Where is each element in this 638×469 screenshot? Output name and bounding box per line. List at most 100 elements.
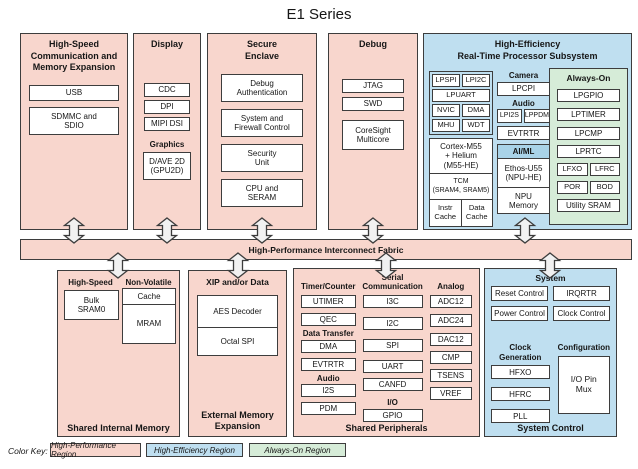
- clock-generation-label: Clock Generation: [499, 343, 542, 362]
- group-lp-peripherals: LPSPI LPI2C LPUART NVIC DMA MHU WDT: [429, 71, 493, 135]
- clock-config-row: Clock Generation HFXO HFRC PLL Configura…: [491, 343, 610, 424]
- group-non-volatile: Cache MRAM: [122, 288, 176, 344]
- box-lpcpi: LPCPI: [497, 81, 550, 96]
- box-lpi2s: LPI2S: [497, 109, 522, 124]
- block-high-efficiency-subsystem: High-Efficiency Real-Time Processor Subs…: [423, 33, 632, 230]
- box-data-cache: Data Cache: [460, 200, 493, 226]
- row-caches: Instr Cache Data Cache: [430, 199, 492, 226]
- box-hfrc: HFRC: [491, 387, 550, 402]
- box-pdm: PDM: [301, 402, 356, 416]
- box-por: POR: [557, 181, 588, 195]
- box-bod: BOD: [589, 181, 620, 195]
- box-i2c: I2C: [362, 317, 423, 330]
- analog-label: Analog: [437, 282, 465, 292]
- bidirectional-arrow: [538, 252, 562, 279]
- group-aiml: AI/ML Ethos-U55 (NPU-HE) NPU Memory: [497, 144, 550, 215]
- box-instr-cache: Instr Cache: [434, 203, 457, 221]
- box-lprtc: LPRTC: [557, 145, 620, 159]
- column-serial-communication: Serial Communication I3C I2C SPI UART CA…: [362, 271, 423, 422]
- graphics-label: Graphics: [149, 139, 185, 149]
- box-coresight-multicore: CoreSight Multicore: [342, 119, 404, 150]
- bidirectional-arrow: [250, 217, 274, 244]
- row: LPI2S LPPDM: [497, 109, 550, 124]
- block-title: Secure Enclave: [244, 39, 280, 61]
- block-debug: Debug JTAG SWD CoreSight Multicore: [328, 33, 418, 230]
- interconnect-fabric-bar: High-Performance Interconnect Fabric: [20, 239, 632, 260]
- box-cmp: CMP: [429, 351, 472, 364]
- column-configuration: Configuration I/O Pin Mux: [557, 343, 610, 423]
- box-cache: Cache: [137, 291, 161, 301]
- box-wdt: WDT: [462, 119, 490, 132]
- block-footer: Shared Internal Memory: [67, 422, 170, 433]
- block-display: Display CDC DPI MIPI DSI Graphics D/AVE …: [133, 33, 201, 230]
- box-evtrtr-he: EVTRTR: [497, 126, 550, 141]
- box-bulk-sram0: Bulk SRAM0: [64, 290, 119, 320]
- block-footer: External Memory Expansion: [201, 410, 274, 431]
- box-swd: SWD: [342, 96, 404, 111]
- box-system-firewall-control: System and Firewall Control: [221, 109, 303, 138]
- page-title: E1 Series: [286, 6, 352, 23]
- timer-counter-label: Timer/Counter: [301, 282, 356, 292]
- audio-label: Audio: [512, 98, 535, 108]
- box-dave-2d: D/AVE 2D (GPU2D): [143, 152, 191, 181]
- box-dac12: DAC12: [429, 333, 472, 346]
- bidirectional-arrow: [106, 252, 130, 279]
- box-jtag: JTAG: [342, 78, 404, 93]
- system-grid: Reset Control IRQRTR Power Control Clock…: [491, 286, 610, 322]
- bidirectional-arrow: [62, 217, 86, 244]
- box-mipi-dsi: MIPI DSI: [144, 116, 190, 131]
- key-high-efficiency: High-Efficiency Region: [146, 443, 243, 457]
- box-ethos-u55: Ethos-U55 (NPU-HE): [504, 164, 543, 183]
- camera-label: Camera: [508, 71, 539, 80]
- box-lpuart: LPUART: [432, 89, 490, 102]
- box-cpu-seram: CPU and SERAM: [221, 179, 303, 208]
- box-adc12: ADC12: [429, 295, 472, 308]
- box-reset-control: Reset Control: [491, 286, 548, 302]
- group-xip: AES Decoder Octal SPI: [197, 295, 278, 357]
- box-gpio: GPIO: [362, 408, 423, 422]
- box-cortex-m55: Cortex-M55 + Helium (M55-HE): [440, 142, 482, 170]
- box-debug-authentication: Debug Authentication: [221, 74, 303, 103]
- box-sdmmc-sdio: SDMMC and SDIO: [29, 107, 119, 136]
- box-utility-sram: Utility SRAM: [557, 199, 620, 213]
- high-speed-label: High-Speed: [68, 278, 113, 287]
- block-high-speed-communication: High-Speed Communication and Memory Expa…: [20, 33, 128, 230]
- data-transfer-label: Data Transfer: [302, 329, 354, 338]
- box-clock-control: Clock Control: [553, 306, 610, 322]
- audio-label: Audio: [316, 373, 340, 383]
- box-irqrtr: IRQRTR: [553, 286, 610, 302]
- box-usb: USB: [29, 85, 119, 102]
- box-qec: QEC: [301, 313, 356, 326]
- block-system-control: System Reset Control IRQRTR Power Contro…: [484, 268, 617, 437]
- box-uart: UART: [362, 360, 423, 373]
- non-volatile-label: Non-Volatile: [125, 278, 172, 287]
- box-adc24: ADC24: [429, 314, 472, 327]
- key-high-performance: High-Performance Region: [50, 441, 141, 459]
- box-lpgpio: LPGPIO: [557, 89, 620, 103]
- row: LPSPI LPI2C: [432, 74, 490, 87]
- row: NVIC DMA: [432, 104, 490, 117]
- block-title: XIP and/or Data: [206, 277, 269, 287]
- box-cdc: CDC: [144, 82, 190, 97]
- column-analog: Analog ADC12 ADC24 DAC12 CMP TSENS VREF: [429, 271, 472, 422]
- row: LFXO LFRC: [557, 163, 620, 177]
- box-security-unit: Security Unit: [221, 144, 303, 173]
- box-nvic: NVIC: [432, 104, 460, 117]
- box-lfxo: LFXO: [557, 163, 588, 177]
- block-secure-enclave: Secure Enclave Debug Authentication Syst…: [207, 33, 317, 230]
- box-lfrc: LFRC: [589, 163, 620, 177]
- row: POR BOD: [557, 181, 620, 195]
- column-clock-generation: Clock Generation HFXO HFRC PLL: [491, 343, 550, 424]
- box-hfxo: HFXO: [491, 365, 550, 380]
- block-shared-internal-memory: High-Speed Non-Volatile Bulk SRAM0 Cache…: [57, 270, 180, 437]
- box-lptimer: LPTIMER: [557, 108, 620, 122]
- box-dma: DMA: [462, 104, 490, 117]
- box-lppdm: LPPDM: [523, 109, 550, 124]
- row: MHU WDT: [432, 119, 490, 132]
- box-dma-sp: DMA: [301, 339, 356, 353]
- box-evtrtr-sp: EVTRTR: [301, 357, 356, 371]
- bidirectional-arrow: [374, 252, 398, 279]
- column-timer-counter: Timer/Counter UTIMER QEC Data Transfer D…: [301, 271, 356, 422]
- box-canfd: CANFD: [362, 378, 423, 391]
